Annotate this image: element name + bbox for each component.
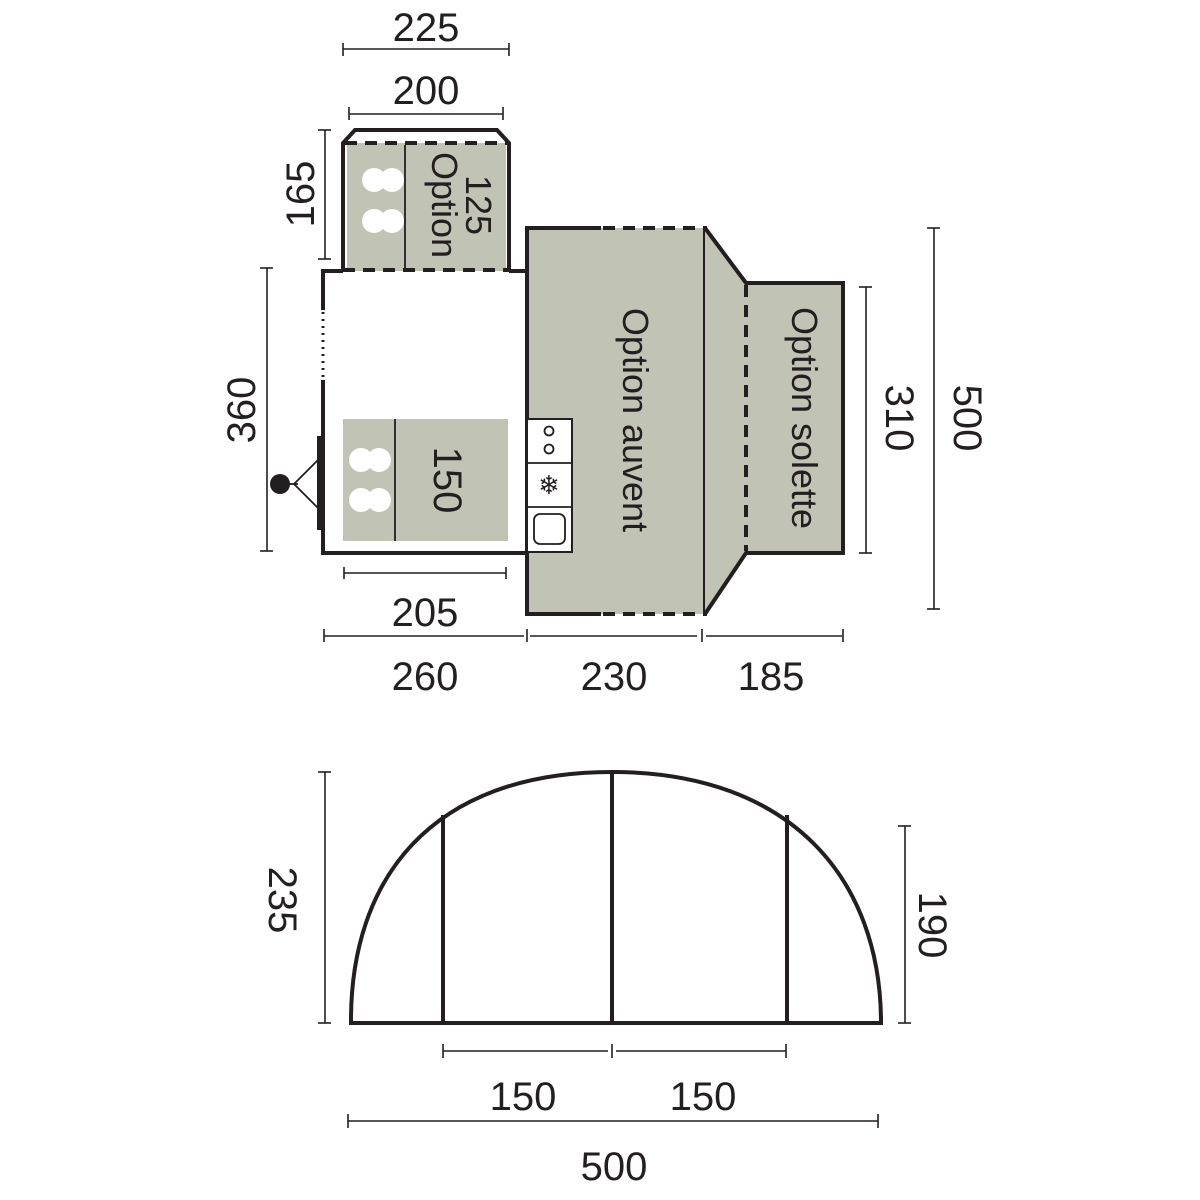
dim-right-bay: 150 [670, 1075, 737, 1119]
dimension-165: 165 [279, 129, 331, 260]
annex-bedroom: Option 125 [341, 128, 511, 272]
skirt-label: Option solette [784, 307, 825, 529]
dim-total-width: 500 [581, 1145, 648, 1189]
dim-top-outer: 225 [393, 6, 460, 50]
awning-label: Option auvent [615, 308, 656, 532]
dim-left-bay: 150 [490, 1075, 557, 1119]
dimension-190: 190 [898, 825, 954, 1024]
dim-caravan-width: 260 [392, 655, 459, 699]
dim-skirt-length: 310 [877, 385, 921, 452]
kitchen-unit: ❄ [526, 418, 573, 553]
dim-top-inner: 200 [393, 69, 460, 113]
dimension-235: 235 [260, 771, 331, 1024]
dim-caravan-length: 360 [220, 377, 264, 444]
dim-bed-width: 205 [392, 591, 459, 635]
dim-height-inner: 190 [910, 892, 954, 959]
dim-awning-width: 230 [581, 655, 648, 699]
front-view: 235 190 150 150 500 [260, 769, 954, 1189]
dim-skirt-width: 185 [738, 655, 805, 699]
caravan-bed: 150 [343, 419, 508, 541]
skirt: Option solette [703, 226, 845, 616]
sleeping-person-icon [349, 448, 391, 512]
fridge-snowflake-icon: ❄ [538, 470, 560, 500]
dimension-200: 200 [348, 69, 504, 120]
annex-option-label: Option [424, 152, 465, 258]
dimension-150-150: 150 150 [442, 1044, 787, 1119]
annex-size-label: 125 [458, 175, 499, 235]
dimension-360: 360 [220, 267, 273, 552]
awning: ❄ Option auvent [525, 226, 707, 616]
dimension-500-width: 500 [347, 1114, 879, 1189]
dim-awning-length: 500 [945, 385, 989, 452]
dimension-500-side: 500 [927, 227, 989, 610]
dimension-310: 310 [859, 286, 921, 554]
sleeping-person-icon [362, 168, 404, 233]
dimension-260-230-185: 260 230 185 [323, 629, 844, 699]
floor-plan: Option 125 [220, 6, 989, 699]
bed-size-label: 150 [425, 447, 469, 514]
dimension-225: 225 [342, 6, 510, 56]
dim-height-outer: 235 [260, 867, 304, 934]
dimension-205: 205 [343, 567, 507, 635]
dim-bedroom-depth: 165 [279, 161, 323, 228]
sink-icon [533, 513, 566, 545]
tow-hitch-icon [270, 474, 290, 494]
stove-icon [543, 425, 555, 455]
